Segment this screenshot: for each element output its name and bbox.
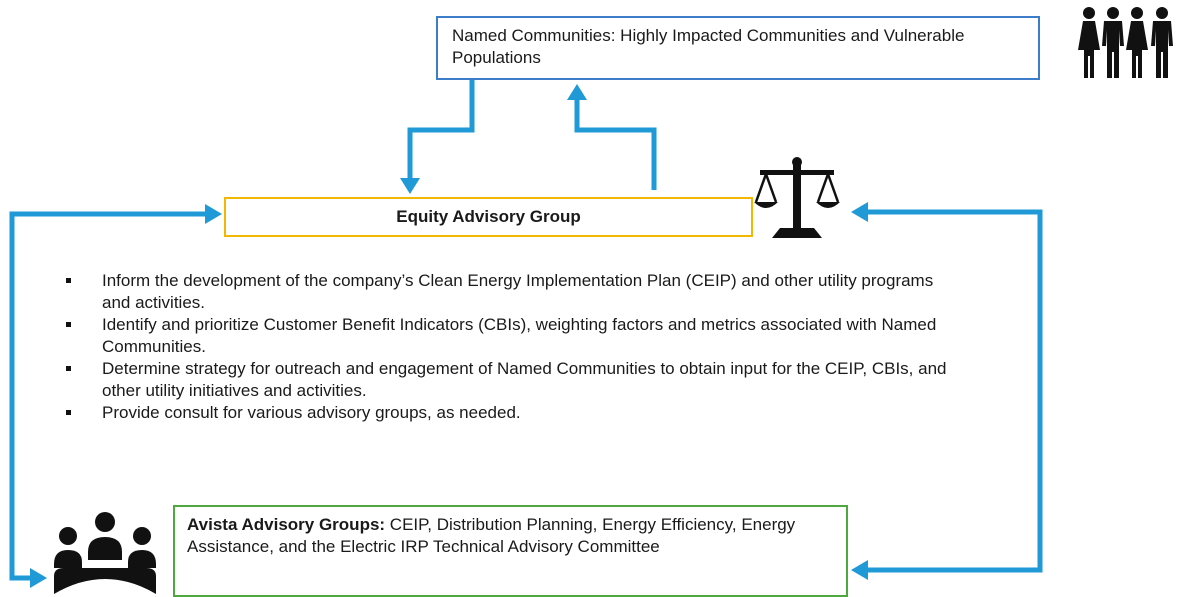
group-meeting-icon (54, 512, 156, 594)
arrowhead-down (400, 178, 420, 194)
arrow-left-loop (9, 211, 205, 581)
people-icon (1078, 7, 1173, 78)
list-item: Provide consult for various advisory gro… (62, 402, 962, 424)
arrowhead-up (567, 84, 587, 100)
responsibilities-list: Inform the development of the company’s … (62, 270, 962, 424)
scale-icon (754, 157, 840, 238)
avista-advisory-groups-text: CEIP, Distribution Planning, Energy Effi… (187, 515, 796, 556)
named-communities-box: Named Communities: Highly Impacted Commu… (436, 16, 1040, 80)
arrowhead-right-top (851, 202, 868, 222)
list-item: Inform the development of the company’s … (62, 270, 962, 314)
avista-advisory-groups-box: Avista Advisory Groups: CEIP, Distributi… (173, 505, 848, 597)
arrowhead-right-bottom (851, 560, 868, 580)
equity-advisory-group-title: Equity Advisory Group (396, 207, 581, 226)
arrow-right-loop (868, 209, 1043, 573)
arrowhead-left-top (205, 204, 222, 224)
list-item: Determine strategy for outreach and enga… (62, 358, 962, 402)
equity-advisory-group-box: Equity Advisory Group (224, 197, 753, 237)
named-communities-text: Named Communities: Highly Impacted Commu… (452, 26, 965, 67)
avista-advisory-groups-label: Avista Advisory Groups: (187, 515, 386, 534)
arrow-named-to-equity (407, 80, 475, 178)
list-item: Identify and prioritize Customer Benefit… (62, 314, 962, 358)
arrowhead-left-bottom (30, 568, 47, 588)
arrow-equity-to-named (574, 100, 657, 190)
